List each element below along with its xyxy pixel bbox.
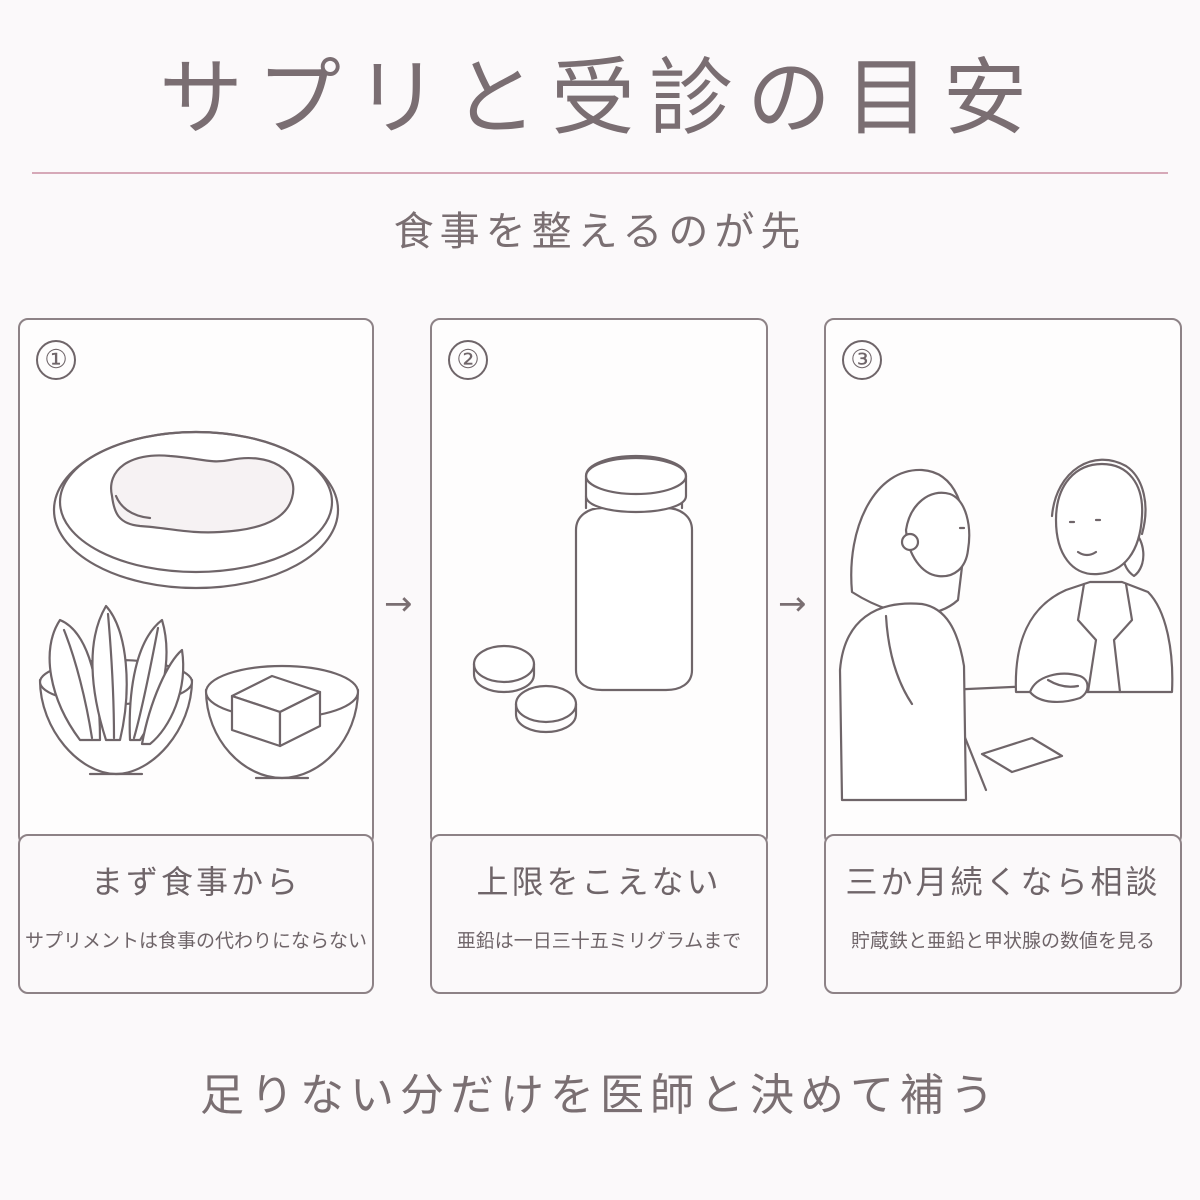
step-title-1: まず食事から (90, 863, 301, 901)
step-title-2: 上限をこえない (476, 863, 722, 901)
plate-and-bowls-icon (38, 430, 360, 780)
step-caption-3: 三か月続くなら相談 貯蔵鉄と亜鉛と甲状腺の数値を見る (824, 834, 1182, 994)
step-number-1: ① (36, 340, 76, 380)
step-caption-1: まず食事から サプリメントは食事の代わりにならない (18, 834, 374, 994)
arrow-1: → (384, 584, 413, 624)
step-card-1: ① (18, 318, 374, 846)
page-title: サプリと受診の目安 (158, 49, 1041, 147)
page-subtitle: 食事を整えるのが先 (393, 209, 807, 255)
footer-text: 足りない分だけを医師と決めて補う (200, 1070, 1000, 1121)
step-subtitle-3: 貯蔵鉄と亜鉛と甲状腺の数値を見る (850, 930, 1155, 952)
step-number-2: ② (448, 340, 488, 380)
supplement-bottle-icon (472, 454, 694, 734)
arrow-2: → (778, 584, 807, 624)
step-caption-2: 上限をこえない 亜鉛は一日三十五ミリグラムまで (430, 834, 768, 994)
step-subtitle-1: サプリメントは食事の代わりにならない (24, 930, 367, 952)
step-title-3: 三か月続くなら相談 (845, 863, 1161, 901)
title-divider (32, 172, 1168, 174)
step-number-3: ③ (842, 340, 882, 380)
step-subtitle-2: 亜鉛は一日三十五ミリグラムまで (456, 930, 742, 952)
doctor-consultation-icon (838, 458, 1174, 802)
step-card-2: ② (430, 318, 768, 846)
step-card-3: ③ (824, 318, 1182, 846)
